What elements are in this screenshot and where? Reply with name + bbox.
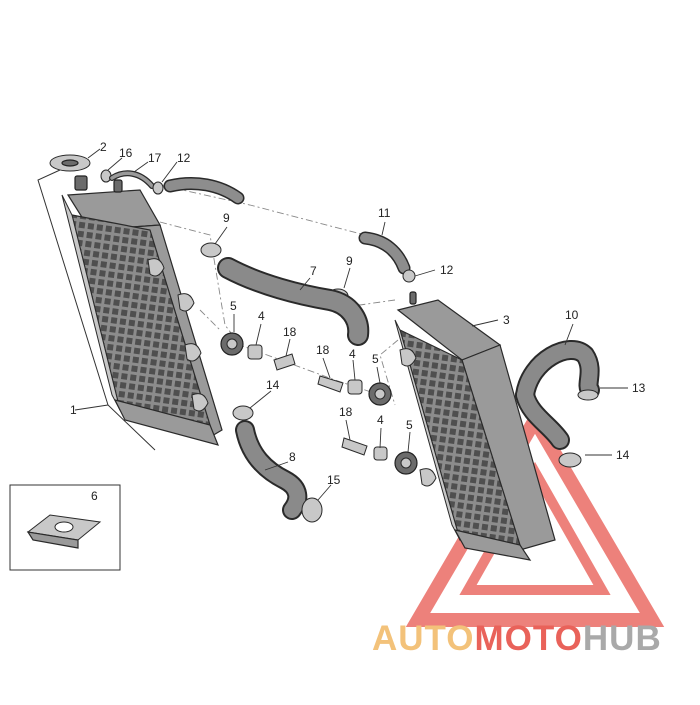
callout-14a: 14 (266, 378, 280, 392)
mount-group-right-2 (341, 437, 418, 475)
callout-18c: 18 (339, 405, 353, 419)
radiator-left (61, 175, 223, 446)
callout-labels: 1 2 16 17 12 9 7 9 11 12 3 10 13 14 5 4 … (70, 140, 646, 503)
clamp-15 (301, 497, 323, 523)
callout-16: 16 (119, 146, 133, 160)
callout-4b: 4 (349, 347, 356, 361)
radiator-left-bracket (37, 169, 156, 451)
radiator-right (394, 291, 556, 561)
mount-group-right-1 (317, 375, 392, 406)
callout-18b: 18 (316, 343, 330, 357)
callout-13: 13 (632, 381, 646, 395)
callout-10: 10 (565, 308, 579, 322)
clamp-14a (232, 405, 254, 421)
callout-15: 15 (327, 473, 341, 487)
callout-5a: 5 (230, 299, 237, 313)
clamp-14b (558, 452, 582, 468)
callout-17: 17 (148, 151, 162, 165)
callout-9a: 9 (223, 211, 230, 225)
callout-2: 2 (100, 140, 107, 154)
clamp-12a (152, 181, 164, 195)
callout-6: 6 (91, 489, 98, 503)
callout-12a: 12 (177, 151, 191, 165)
callout-11: 11 (378, 206, 391, 220)
callout-9b: 9 (346, 254, 353, 268)
watermark-text-moto: MOTO (475, 619, 583, 658)
leader-lines (74, 148, 628, 501)
callout-8: 8 (289, 450, 296, 464)
callout-4c: 4 (377, 413, 384, 427)
inset-part-6 (9, 484, 121, 571)
clamp-9a (200, 242, 222, 258)
clamp-12b (402, 269, 416, 283)
callout-18a: 18 (283, 325, 297, 339)
callout-4a: 4 (258, 309, 265, 323)
callout-5b: 5 (372, 352, 379, 366)
mount-group-left (220, 332, 296, 371)
watermark-text-hub: HUB (583, 619, 662, 658)
radiator-cap (49, 154, 91, 172)
callout-7: 7 (310, 264, 317, 278)
callout-12b: 12 (440, 263, 454, 277)
clamp-13 (577, 389, 599, 401)
watermark-text-auto: AUTO (372, 619, 475, 658)
callout-1: 1 (70, 403, 77, 417)
clamp-16 (100, 169, 112, 183)
watermark-text: AUTOMOTOHUB (372, 619, 662, 658)
callout-5c: 5 (406, 418, 413, 432)
callout-14b: 14 (616, 448, 630, 462)
callout-3: 3 (503, 313, 510, 327)
